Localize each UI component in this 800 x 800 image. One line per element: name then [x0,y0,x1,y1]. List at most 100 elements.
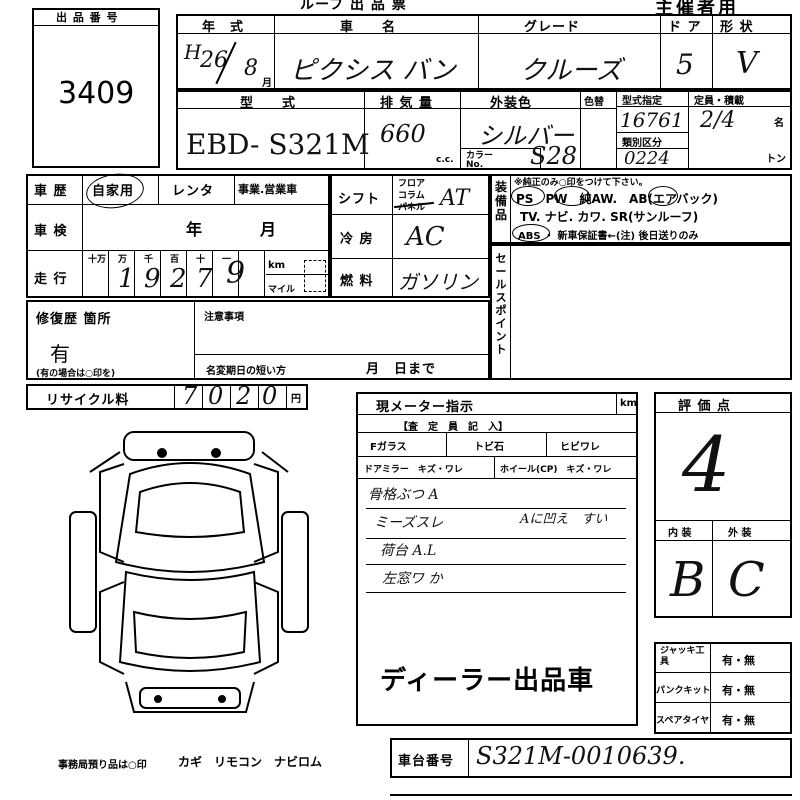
recycle-digit-3: 2 [236,382,252,410]
sales-point-box [490,244,792,380]
note-line-3: Aに凹え すい [520,512,608,527]
type-spec-value: 16761 [620,108,684,132]
score-box [654,392,792,618]
note-line-1: 骨格ぶつ A [368,487,439,503]
repair-hint: (有の場合は○印を) [36,369,116,379]
cc-unit: c.c. [436,155,454,165]
color-value: シルバー [478,122,574,150]
lot-number: 3409 [58,76,135,111]
equip-line3: ABS ・ 新車保証書←(注) 後日送りのみ [518,231,699,242]
tool-spare-value[interactable]: 有・無 [722,714,755,727]
digit-label-3: 百 [170,255,180,265]
notes-label: 注意事項 [204,312,244,323]
ac-label: 冷 房 [340,232,374,247]
recycle-unit: 円 [291,394,301,405]
tool-puncture-value[interactable]: 有・無 [722,684,755,697]
office-items-label: 事務局預り品は○印 [58,760,147,771]
color-label: 外装色 [490,96,533,111]
wheel-label: ホイール(CP) キズ・ワレ [500,465,612,475]
score-label: 評 価 点 [678,399,732,414]
year-label: 年 式 [202,20,245,35]
shape-value: V [736,46,758,81]
capacity-label: 定員・積載 [694,96,744,107]
tool-spare-label: スペアタイヤ [656,716,710,726]
history-label: 車 歴 [34,184,68,199]
tool-jack-label: ジャッキ工具 [660,646,705,667]
note-line-5: 左窓ワ か [382,571,443,587]
interior-label: 内 装 [668,528,692,539]
glass-label: Fガラス [370,442,407,453]
mileage-digit-4: 7 [196,264,213,294]
mileage-label: 走 行 [34,272,68,287]
capacity-unit-tons: トン [766,154,786,165]
history-rental[interactable]: レンタ [172,184,215,199]
mileage-digit-1: 1 [118,264,135,294]
shift-panel[interactable]: パネル [398,203,426,213]
recycle-label: リサイクル料 [46,393,130,408]
lot-label: 出 品 番 号 [56,11,119,24]
equip-abs-circle [512,224,550,242]
cc-label: 排 気 量 [380,96,434,111]
cc-value: 660 [380,120,426,148]
tool-jack-value[interactable]: 有・無 [722,654,755,667]
tools-box [654,642,792,734]
tool-puncture-label: パンクキット [656,686,711,696]
equip-ab-circle [648,186,678,206]
equip-line2: TV. ナビ. カワ. SR(サンルーフ) [520,210,699,224]
mirror-label: ドアミラー キズ・ワレ [364,465,463,475]
sales-point-label: セールスポイント [495,252,507,356]
dealer-stamp: ディーラー出品車 [380,666,595,696]
digit-label-4: 十 [196,255,206,265]
shift-floor[interactable]: フロア [398,179,426,189]
equip-ps-circle [511,186,545,206]
car-name-label: 車 名 [340,20,397,35]
km-label: km [268,260,286,271]
history-private[interactable]: 自家用 [92,184,135,199]
chassis-label: 車台番号 [398,754,455,769]
grade-value: クルーズ [520,56,622,86]
mileage-digit-2: 9 [144,264,161,294]
repair-box [26,300,490,380]
class-value: 0224 [624,148,670,169]
history-box [26,174,330,298]
recycle-digit-4: 0 [262,382,278,410]
recycle-digit-1: 7 [182,382,198,410]
shape-label: 形 状 [720,20,754,35]
meter-label: 現メーター指示 [376,400,475,415]
month-unit: 月 [262,78,272,89]
equip-line1: PS PW 純AW. AB(エアバック) [516,192,718,206]
fuel-label: 燃 料 [340,274,374,289]
doors-value: 5 [676,48,694,81]
shift-value: AT [440,186,470,211]
capacity-value: 2/4 [700,108,736,133]
month-value: 8 [244,56,258,81]
meter-box [356,392,638,726]
capacity-unit-persons: 名 [774,118,784,129]
shift-label: シフト [338,192,381,207]
shift-column[interactable]: コラム [398,191,425,201]
exterior-score: C [728,552,765,608]
score-value: 4 [682,420,731,509]
mileage-digit-5: 9 [226,256,246,291]
type-spec-label: 型式指定 [622,96,662,107]
inspection-label: 車 検 [34,224,68,239]
name-change-date-label: 月 日まで [366,362,437,377]
repair-label: 修復歴 箇所 [36,312,112,327]
ac-value: AC [406,222,445,252]
mile-checkbox[interactable] [304,260,326,292]
history-business[interactable]: 事業.営業車 [238,183,298,196]
exterior-label: 外 装 [728,528,752,539]
mileage-digit-3: 2 [170,264,187,294]
digit-label-0: 十万 [88,255,107,265]
color-swap-label: 色替 [584,97,604,108]
digit-label-2: 千 [144,255,154,265]
model-label: 型 式 [240,96,297,111]
row1-box [176,14,792,90]
digit-label-1: 万 [118,255,128,265]
interior-score: B [670,552,706,608]
fuel-value: ガソリン [398,270,478,294]
inspection-month-unit: 月 [260,220,278,239]
mile-label: マイル [268,285,296,295]
office-items: カギ リモコン ナビロム [178,755,323,769]
year-era: H [184,40,202,64]
